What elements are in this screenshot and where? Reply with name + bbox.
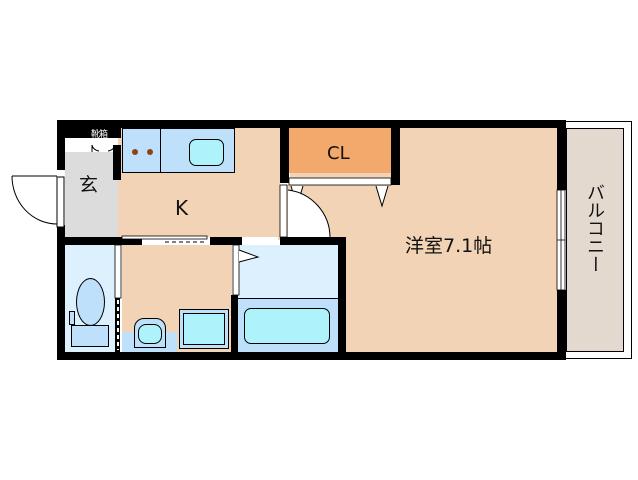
toilet-handle-icon: [69, 311, 75, 325]
stove-burner-icon: [132, 149, 138, 155]
wash-basin-bowl-icon: [138, 324, 162, 344]
bathtub-icon: [244, 308, 330, 344]
bath-top-wall: [280, 237, 346, 245]
balcony-label: バルコニー: [584, 183, 605, 273]
entrance-label: 玄: [79, 174, 99, 196]
outer-wall-top-right: [280, 120, 566, 128]
bath-right-wall: [338, 237, 346, 360]
outer-wall-right-lower: [557, 290, 566, 360]
closet-floor: [288, 128, 391, 173]
outer-wall-bottom: [57, 352, 565, 360]
toilet-tank-icon: [71, 325, 109, 347]
entrance-floor: [65, 152, 120, 237]
closet-label: CL: [327, 143, 350, 164]
balcony-floor: [566, 128, 624, 352]
middle-horizontal-wall: [57, 237, 142, 245]
western-room-label: 洋室7.1帖: [405, 235, 493, 257]
stove-burner-icon: [147, 149, 153, 155]
outer-wall-left-lower: [57, 225, 65, 360]
wash-bath-wall: [231, 295, 238, 360]
shoe-box-label: 靴箱: [91, 130, 108, 140]
stove-counter: [122, 128, 161, 173]
shoe-box: [89, 139, 116, 145]
outer-wall-top-left: [57, 120, 292, 128]
balcony-outline: [566, 121, 632, 359]
outer-wall-left-upper: [57, 120, 65, 170]
middle-horizontal-wall-right: [210, 237, 242, 245]
sink-basin-icon: [189, 139, 224, 166]
closet-left-wall: [280, 120, 289, 183]
entrance-kitchen-wall: [113, 145, 121, 180]
door-swing-icon: [11, 175, 58, 225]
shoe-box-block: [65, 128, 121, 138]
closet-right-wall: [391, 120, 400, 185]
outer-wall-right-upper: [557, 120, 566, 190]
washing-machine-inner-icon: [183, 313, 225, 345]
kitchen-label: K: [175, 196, 189, 220]
